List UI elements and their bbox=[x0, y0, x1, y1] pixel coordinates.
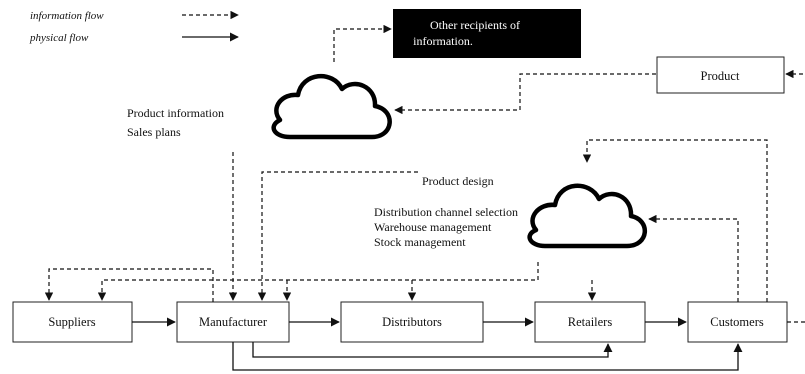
information-flow-arrow bbox=[257, 171, 418, 301]
cloud-icon bbox=[271, 73, 392, 140]
retailers-node: Retailers bbox=[534, 301, 646, 343]
other-recipients-box: Other recipients of information. bbox=[393, 9, 581, 58]
annotation-stock-management: Stock management bbox=[374, 235, 466, 249]
legend-information-flow-label: information flow bbox=[30, 10, 104, 22]
retailers-label: Retailers bbox=[568, 315, 613, 329]
annotation-product-design: Product design bbox=[422, 174, 494, 188]
product-box: Product bbox=[656, 56, 785, 94]
suppliers-node: Suppliers bbox=[12, 301, 133, 343]
distributors-node: Distributors bbox=[340, 301, 484, 343]
retailers-box bbox=[534, 301, 646, 343]
other-recipients-background bbox=[393, 9, 581, 58]
suppliers-label: Suppliers bbox=[48, 315, 95, 329]
physical-flow-arrow bbox=[252, 342, 613, 358]
information-flow-arrow bbox=[333, 24, 392, 62]
legend: information flow physical flow bbox=[29, 10, 239, 44]
legend-physical-flow-label: physical flow bbox=[29, 32, 89, 44]
manufacturer-node: Manufacturer bbox=[176, 301, 290, 343]
physical-flow-arrow bbox=[232, 342, 743, 371]
other-recipients-line2: information. bbox=[413, 34, 473, 48]
customers-box bbox=[687, 301, 788, 343]
annotation-warehouse-management: Warehouse management bbox=[374, 220, 492, 234]
cloud-icon bbox=[527, 183, 648, 249]
distributors-label: Distributors bbox=[382, 315, 442, 329]
information-flow-arrow bbox=[97, 262, 539, 301]
information-flow-arrow bbox=[582, 139, 768, 302]
annotation-product-information: Product information bbox=[127, 106, 224, 120]
annotation-distribution-channel-selection: Distribution channel selection bbox=[374, 205, 518, 219]
information-flow-arrow bbox=[44, 268, 214, 302]
manufacturer-label: Manufacturer bbox=[199, 315, 268, 329]
customers-node: Customers bbox=[687, 301, 788, 343]
customers-label: Customers bbox=[710, 315, 764, 329]
product-box-rect bbox=[656, 56, 785, 94]
information-flow-arrow bbox=[394, 73, 656, 115]
annotation-sales-plans: Sales plans bbox=[127, 125, 181, 139]
product-label: Product bbox=[701, 69, 740, 83]
information-flow-arrow bbox=[648, 214, 739, 302]
distributors-box bbox=[340, 301, 484, 343]
other-recipients-line1: Other recipients of bbox=[430, 18, 520, 32]
